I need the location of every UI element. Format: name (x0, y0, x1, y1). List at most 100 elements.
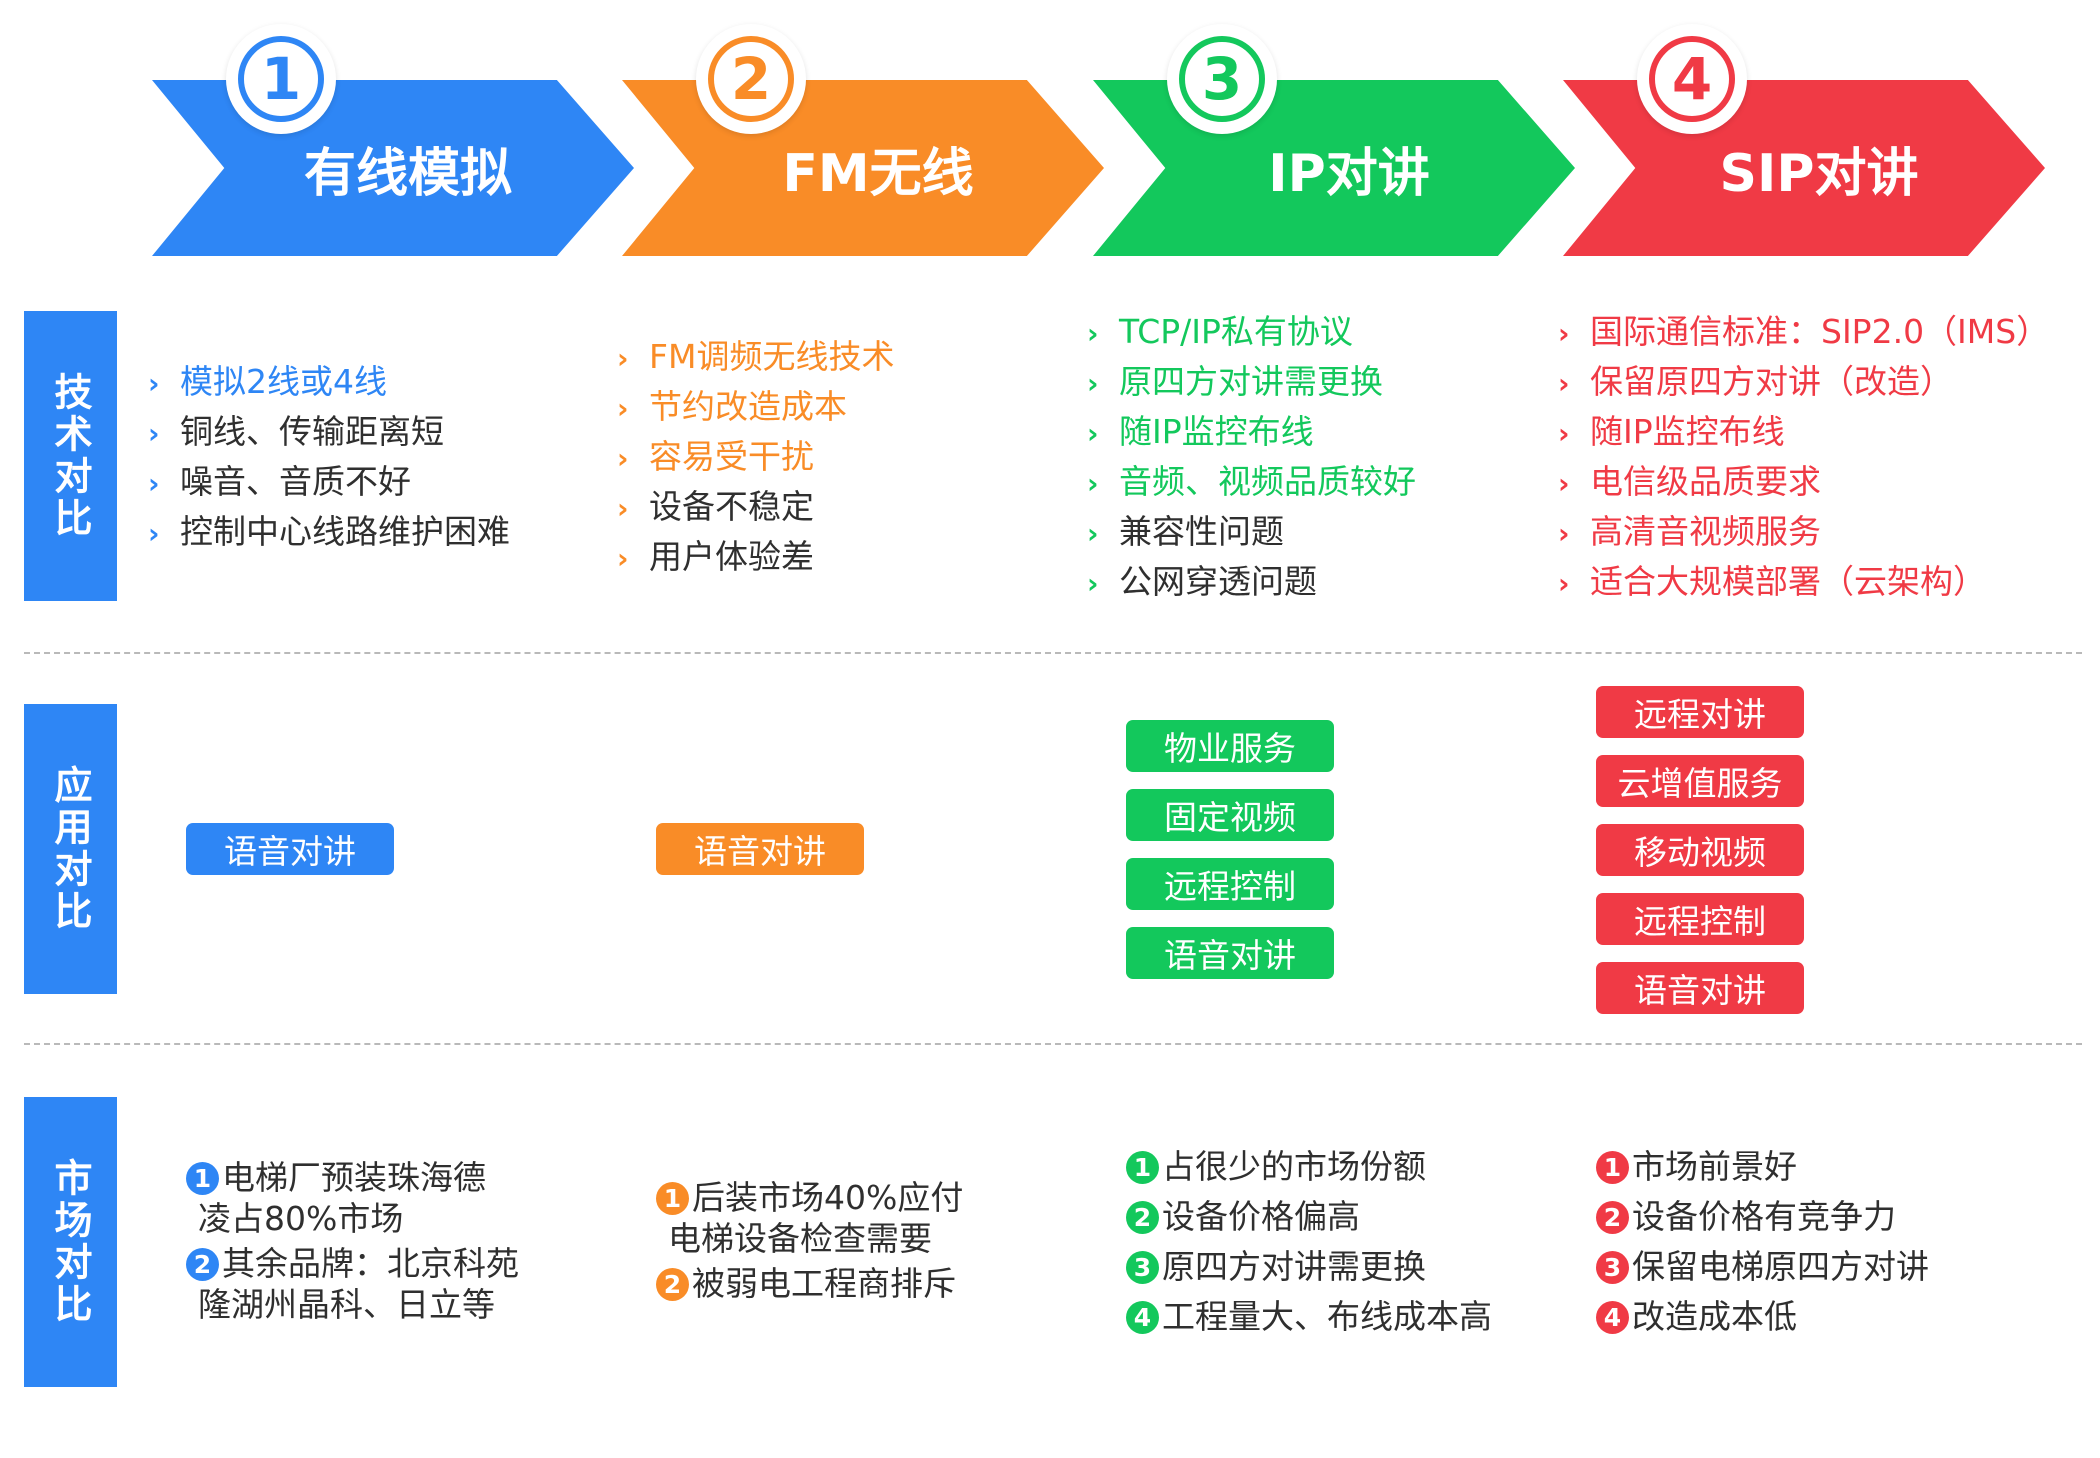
app-tag: 远程对讲 (1596, 686, 1804, 738)
list-item: ›噪音、音质不好 (148, 457, 510, 507)
number-badge: 1 (656, 1182, 689, 1215)
stage-arrow (622, 80, 1104, 256)
list-item: ›兼容性问题 (1087, 507, 1416, 557)
stage-ip: IP对讲 3 (1093, 24, 1575, 256)
number-badge: 2 (1126, 1201, 1159, 1234)
item-text: 原四方对讲需更换 (1119, 362, 1383, 401)
number-badge: 4 (1596, 1301, 1629, 1334)
item-text: 电梯厂预装珠海德 (222, 1158, 486, 1197)
item-text: TCP/IP私有协议 (1119, 312, 1353, 351)
number-badge: 3 (1126, 1251, 1159, 1284)
list-item: ›设备不稳定 (617, 482, 894, 532)
row-label-market: 市场对比 (24, 1097, 117, 1387)
row-label-text: 市场对比 (48, 1158, 92, 1326)
item-text: 隆湖州晶科、日立等 (198, 1285, 495, 1324)
stage-number: 1 (238, 36, 324, 122)
tech-list-fm: ›FM调频无线技术 ›节约改造成本 ›容易受干扰 ›设备不稳定 ›用户体验差 (617, 332, 894, 582)
app-tag: 固定视频 (1126, 789, 1334, 841)
stage-number-badge: 1 (226, 24, 336, 134)
chevron-right-icon: › (617, 542, 629, 575)
number-badge: 2 (1596, 1201, 1629, 1234)
stage-number: 3 (1179, 36, 1265, 122)
number-badge: 2 (656, 1268, 689, 1301)
stage-sip: SIP对讲 4 (1563, 24, 2045, 256)
app-tag: 语音对讲 (1126, 927, 1334, 979)
item-text: 容易受干扰 (649, 437, 814, 476)
app-list-fm: 语音对讲 (656, 823, 864, 875)
number-badge: 4 (1126, 1301, 1159, 1334)
stage-number-badge: 2 (696, 24, 806, 134)
row-label-text: 应用对比 (48, 765, 92, 933)
tech-list-sip: ›国际通信标准：SIP2.0（IMS） ›保留原四方对讲（改造） ›随IP监控布… (1558, 307, 2049, 607)
chevron-right-icon: › (1087, 417, 1099, 450)
chevron-right-icon: › (1087, 367, 1099, 400)
chevron-right-icon: › (1558, 567, 1570, 600)
item-text: 控制中心线路维护困难 (180, 512, 510, 551)
item-text: 原四方对讲需更换 (1162, 1247, 1426, 1286)
chevron-right-icon: › (1558, 467, 1570, 500)
list-item: ›控制中心线路维护困难 (148, 507, 510, 557)
item-text: 噪音、音质不好 (180, 462, 411, 501)
app-tag: 移动视频 (1596, 824, 1804, 876)
item-text: FM调频无线技术 (649, 337, 895, 376)
chevron-right-icon: › (617, 442, 629, 475)
row-divider (24, 1043, 2082, 1045)
item-text: 占很少的市场份额 (1162, 1147, 1426, 1186)
stage-arrow (1563, 80, 2045, 256)
list-item: ›FM调频无线技术 (617, 332, 894, 382)
chevron-right-icon: › (1087, 567, 1099, 600)
item-text: 工程量大、布线成本高 (1162, 1297, 1492, 1336)
item-text: 音频、视频品质较好 (1119, 462, 1416, 501)
item-text: 铜线、传输距离短 (180, 412, 444, 451)
list-item: › 节约改造成本 (617, 382, 894, 432)
stage-number-badge: 3 (1167, 24, 1277, 134)
item-text: 随IP监控布线 (1119, 412, 1314, 451)
row-label-app: 应用对比 (24, 704, 117, 994)
number-badge: 3 (1596, 1251, 1629, 1284)
app-list-sip: 远程对讲 云增值服务 移动视频 远程控制 语音对讲 (1596, 686, 1804, 1014)
list-item: ›模拟2线或4线 (148, 357, 510, 407)
item-text: 节约改造成本 (649, 387, 847, 426)
chevron-right-icon: › (1087, 317, 1099, 350)
list-item: ›铜线、传输距离短 (148, 407, 510, 457)
item-text: 凌占80%市场 (198, 1199, 404, 1238)
stage-title: SIP对讲 (1719, 143, 1919, 204)
app-list-analog: 语音对讲 (186, 823, 394, 875)
item-text: 保留电梯原四方对讲 (1632, 1247, 1929, 1286)
number-badge: 1 (1596, 1151, 1629, 1184)
chevron-right-icon: › (617, 392, 629, 425)
chevron-right-icon: › (1558, 367, 1570, 400)
row-divider (24, 652, 2082, 654)
list-item: › TCP/IP私有协议 (1087, 307, 1416, 357)
number-badge: 1 (186, 1162, 219, 1195)
list-item: ›电信级品质要求 (1558, 457, 2049, 507)
item-text: 高清音视频服务 (1590, 512, 1821, 551)
list-item: › 容易受干扰 (617, 432, 894, 482)
chevron-right-icon: › (617, 492, 629, 525)
app-tag: 远程控制 (1596, 893, 1804, 945)
item-text: 随IP监控布线 (1590, 412, 1785, 451)
number-badge: 2 (186, 1248, 219, 1281)
item-text: 设备价格有竞争力 (1632, 1197, 1896, 1236)
list-item: ›随IP监控布线 (1558, 407, 2049, 457)
item-text: 设备价格偏高 (1162, 1197, 1360, 1236)
item-text: 用户体验差 (649, 537, 814, 576)
app-tag: 远程控制 (1126, 858, 1334, 910)
item-text: 适合大规模部署（云架构） (1590, 562, 1986, 601)
stage-arrow (152, 80, 634, 256)
stage-title: FM无线 (782, 143, 974, 204)
item-text: 公网穿透问题 (1119, 562, 1317, 601)
stage-arrow (1093, 80, 1575, 256)
item-text: 国际通信标准：SIP2.0（IMS） (1590, 312, 2050, 351)
